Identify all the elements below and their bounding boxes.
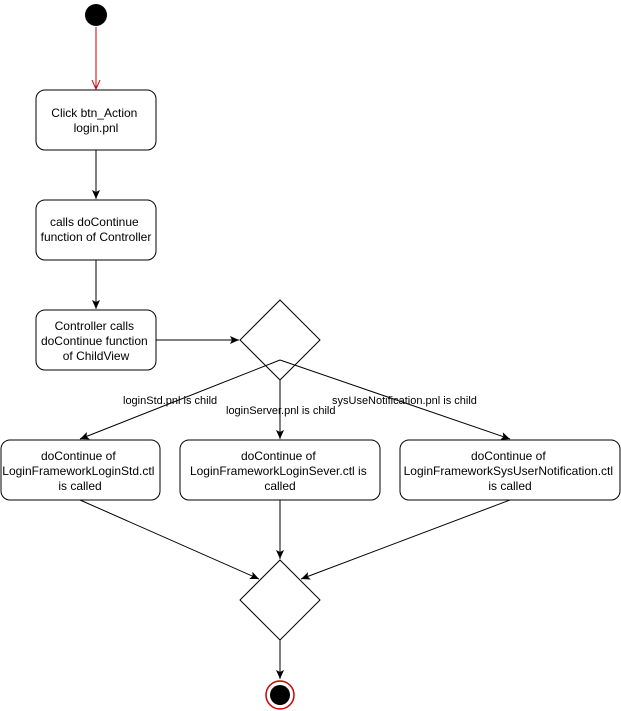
start-node	[85, 4, 107, 26]
node-line: Click btn_Action	[51, 106, 137, 120]
node-line: LoginFrameworkLoginStd.ctl	[2, 464, 154, 478]
action-sys-user-notification: doContinue of LoginFrameworkSysUserNotif…	[399, 439, 621, 501]
end-node	[265, 680, 295, 710]
action-login-server: doContinue of LoginFrameworkLoginSever.c…	[179, 439, 381, 501]
node-line: called	[264, 479, 295, 493]
svg-text:calls doContinue functio: calls doContinue function of Controller	[41, 215, 152, 244]
node-line: function of Controller	[41, 230, 152, 244]
action-login-std: doContinue of LoginFrameworkLoginStd.ctl…	[0, 439, 161, 501]
merge-node	[239, 559, 321, 641]
edge-label-login-server: loginServer.pnl is child	[226, 405, 335, 417]
edge-label-login-std: loginStd.pnl is child	[123, 395, 217, 407]
node-line: doContinue function	[41, 334, 148, 348]
action-calls-do-continue: calls doContinue function of Controller	[35, 199, 157, 261]
node-line: is called	[58, 479, 101, 493]
node-line: calls doContinue	[50, 215, 139, 229]
node-line: doContinue of	[471, 449, 546, 463]
svg-text:doContinue of LoginFrame: doContinue of LoginFrameworkSysUserNotif…	[404, 449, 617, 493]
node-line: Controller calls	[55, 319, 134, 333]
node-line: LoginFrameworkSysUserNotification.ctl	[404, 464, 613, 478]
node-line: login.pnl	[74, 121, 119, 135]
svg-text:doContinue of LoginFrame: doContinue of LoginFrameworkLoginSever.c…	[190, 449, 370, 493]
svg-text:doContinue of LoginFrame: doContinue of LoginFrameworkLoginStd.ctl…	[2, 449, 157, 493]
action-controller-calls: Controller calls doContinue function of …	[35, 309, 157, 371]
action-click-btn-action: Click btn_Action login.pnl	[35, 89, 157, 151]
edge-decision-to-login-std	[79, 359, 281, 440]
node-line: doContinue of	[41, 449, 116, 463]
svg-text:Click btn_Action login.p: Click btn_Action login.pnl	[51, 106, 140, 135]
svg-text:Controller calls doConti: Controller calls doContinue function of …	[41, 319, 151, 363]
node-line: is called	[488, 479, 531, 493]
edge-decision-to-sys-user	[279, 359, 511, 440]
decision-node	[239, 299, 321, 381]
node-line: LoginFrameworkLoginSever.ctl is	[190, 464, 367, 478]
node-line: doContinue of	[241, 449, 316, 463]
edge-login-std-to-merge	[79, 499, 260, 580]
edge-label-sys-use-notification: sysUseNotification.pnl is child	[332, 395, 477, 407]
edge-sys-user-to-merge	[300, 499, 511, 580]
node-line: of ChildView	[63, 349, 130, 363]
